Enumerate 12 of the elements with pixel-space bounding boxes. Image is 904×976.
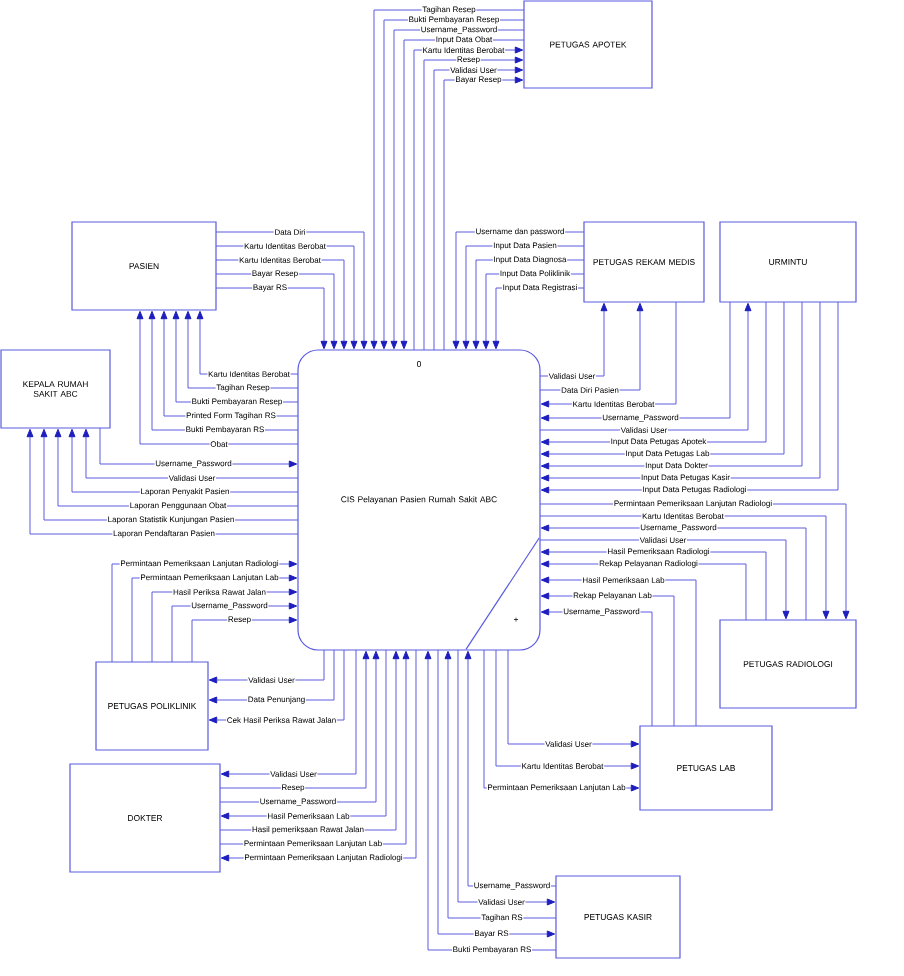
flow-arrow — [82, 428, 299, 479]
flow-arrow — [136, 310, 299, 445]
flow-arrow — [539, 302, 752, 431]
flow-arrow — [215, 273, 338, 350]
flow-arrow — [507, 649, 640, 748]
flow-arrow — [215, 287, 328, 350]
flow-arrow — [215, 231, 368, 350]
flow-arrow — [457, 649, 556, 906]
flow-arrow — [539, 539, 790, 620]
flow-arrow — [191, 616, 298, 663]
flow-arrow — [539, 302, 608, 377]
flow-arrow — [220, 649, 357, 778]
